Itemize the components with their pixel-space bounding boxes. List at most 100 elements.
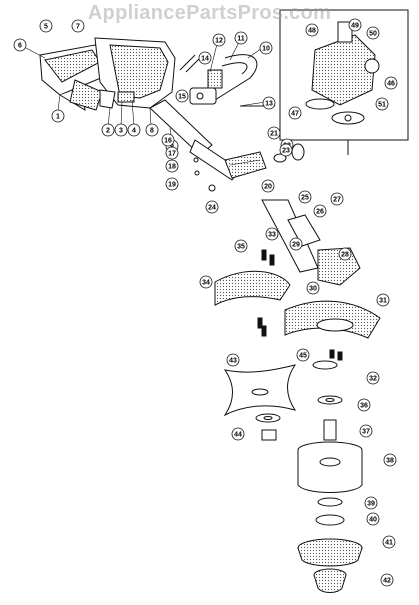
callout-circle xyxy=(288,106,302,120)
callout-29: 29 xyxy=(289,237,303,251)
callout-label: 41 xyxy=(385,540,393,547)
spool xyxy=(298,539,362,566)
callout-label: 26 xyxy=(316,209,324,216)
callout-circle xyxy=(71,19,85,33)
callout-circle xyxy=(267,126,281,140)
callout-label: 38 xyxy=(386,458,394,465)
callout-circle xyxy=(366,26,380,40)
callout-circle xyxy=(198,51,212,65)
callout-label: 11 xyxy=(237,36,245,43)
callout-circle xyxy=(165,146,179,160)
callout-label: 20 xyxy=(264,184,272,191)
callout-15: 15 xyxy=(175,89,189,103)
callout-circle xyxy=(364,496,378,510)
callout-label: 49 xyxy=(351,23,359,30)
callout-circle xyxy=(51,109,65,123)
callout-label: 1 xyxy=(56,114,60,121)
callout-circle xyxy=(380,573,394,587)
callout-circle xyxy=(165,177,179,191)
callout-34: 34 xyxy=(199,275,213,289)
callout-label: 48 xyxy=(308,28,316,35)
blade-guard xyxy=(285,301,380,338)
blade-nut xyxy=(262,430,276,440)
upper-shaft xyxy=(150,100,240,180)
callout-circle xyxy=(306,281,320,295)
handle-clamp xyxy=(190,88,216,104)
callout-circle xyxy=(376,293,390,307)
callout-5: 5 xyxy=(39,19,53,33)
callout-36: 36 xyxy=(357,398,371,412)
callout-label: 47 xyxy=(291,111,299,118)
callout-circle xyxy=(298,190,312,204)
callout-label: 29 xyxy=(292,242,300,249)
callout-circle xyxy=(101,123,115,137)
callout-label: 19 xyxy=(168,182,176,189)
callout-3: 3 xyxy=(114,123,128,137)
callout-label: 4 xyxy=(132,128,136,135)
callout-19: 19 xyxy=(165,177,179,191)
callout-circle xyxy=(279,143,293,157)
callout-label: 24 xyxy=(208,205,216,212)
lower-shaft xyxy=(262,200,320,272)
callout-17: 17 xyxy=(165,146,179,160)
callout-circle xyxy=(384,76,398,90)
callout-circle xyxy=(145,123,159,137)
callout-circle xyxy=(338,247,352,261)
callout-circle xyxy=(175,89,189,103)
callout-20: 20 xyxy=(261,179,275,193)
callout-circle xyxy=(357,398,371,412)
callout-circle xyxy=(348,18,362,32)
callout-label: 37 xyxy=(362,429,370,436)
callout-circle xyxy=(234,31,248,45)
callout-38: 38 xyxy=(383,453,397,467)
callout-label: 34 xyxy=(202,280,210,287)
callout-label: 32 xyxy=(369,376,377,383)
callout-18: 18 xyxy=(165,159,179,173)
callout-26: 26 xyxy=(313,204,327,218)
callout-label: 46 xyxy=(387,81,395,88)
callout-label: 25 xyxy=(301,195,309,202)
callout-label: 44 xyxy=(234,432,242,439)
housing-cover xyxy=(95,38,175,108)
callout-47: 47 xyxy=(288,106,302,120)
callout-label: 45 xyxy=(299,353,307,360)
callout-circle xyxy=(305,23,319,37)
callout-27: 27 xyxy=(330,192,344,206)
callout-label: 43 xyxy=(229,358,237,365)
callout-42: 42 xyxy=(380,573,394,587)
callout-16: 16 xyxy=(161,133,175,147)
callout-label: 15 xyxy=(178,94,186,101)
callout-circle xyxy=(383,453,397,467)
callout-49: 49 xyxy=(348,18,362,32)
callout-label: 5 xyxy=(44,24,48,31)
callout-label: 17 xyxy=(168,151,176,158)
callout-23: 23 xyxy=(279,143,293,157)
callout-circle xyxy=(296,348,310,362)
callout-label: 23 xyxy=(282,148,290,155)
callout-37: 37 xyxy=(359,424,373,438)
callout-circle xyxy=(114,123,128,137)
callout-6: 6 xyxy=(13,38,27,52)
callout-51: 51 xyxy=(375,97,389,111)
callout-label: 40 xyxy=(369,517,377,524)
callout-label: 8 xyxy=(150,128,154,135)
callout-circle xyxy=(382,535,396,549)
callout-circle xyxy=(234,239,248,253)
callouts: 1234567891011121314151617181920212223242… xyxy=(13,18,398,587)
bump-knob xyxy=(314,569,346,593)
callout-48: 48 xyxy=(305,23,319,37)
callout-40: 40 xyxy=(366,512,380,526)
callout-circle xyxy=(289,237,303,251)
callout-43: 43 xyxy=(226,353,240,367)
callout-label: 2 xyxy=(106,128,110,135)
callout-label: 31 xyxy=(379,298,387,305)
trigger-assembly xyxy=(100,90,134,108)
callout-circle xyxy=(366,512,380,526)
callout-label: 28 xyxy=(341,252,349,259)
callout-circle xyxy=(231,427,245,441)
callout-label: 6 xyxy=(18,43,22,50)
callout-label: 7 xyxy=(76,24,80,31)
gearhead-detail xyxy=(306,22,379,124)
